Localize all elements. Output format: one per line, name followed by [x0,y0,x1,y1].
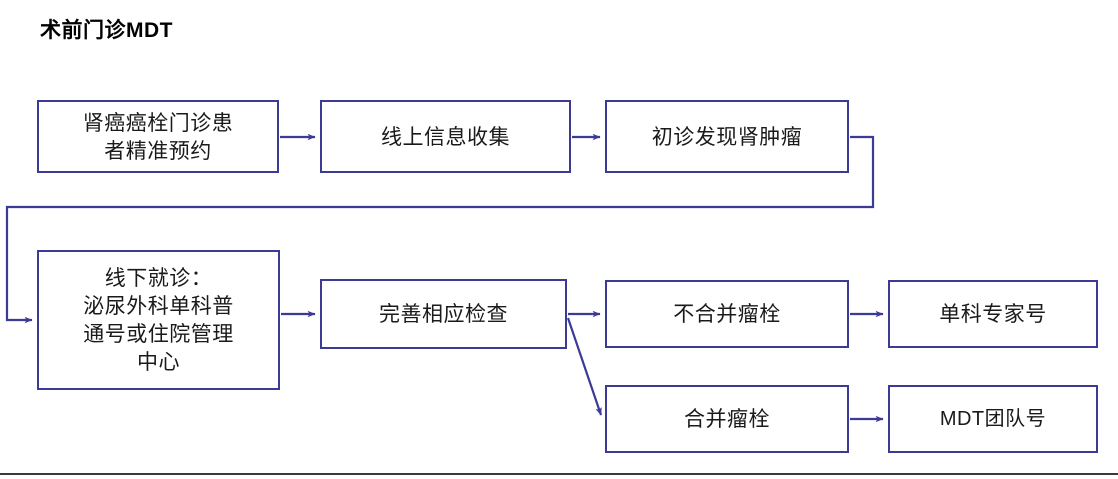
node-first-visit-finding-label: 初诊发现肾肿瘤 [651,124,803,149]
node-offline-visit[interactable]: 线下就诊： 泌尿外科单科普 通号或住院管理 中心 [37,250,280,390]
node-online-info-label: 线上信息收集 [381,124,510,149]
node-with-thrombus-label: 合并瘤栓 [684,407,770,431]
node-mdt-team-number[interactable]: MDT团队号 [888,385,1098,453]
node-no-thrombus-label: 不合并瘤栓 [673,302,781,326]
node-online-info[interactable]: 线上信息收集 [320,100,571,173]
node-specialist-number-label: 单科专家号 [939,302,1047,326]
node-complete-exams[interactable]: 完善相应检查 [320,279,567,349]
node-specialist-number[interactable]: 单科专家号 [888,280,1098,348]
node-first-visit-finding[interactable]: 初诊发现肾肿瘤 [605,100,849,173]
bottom-divider [0,473,1118,475]
connector-complete-exams-to-with-thrombus [566,317,603,416]
page-title: 术前门诊MDT [40,19,173,42]
node-appointment-label: 肾癌癌栓门诊患 者精准预约 [82,110,234,163]
node-no-thrombus[interactable]: 不合并瘤栓 [605,280,849,348]
node-appointment[interactable]: 肾癌癌栓门诊患 者精准预约 [37,100,279,173]
node-complete-exams-label: 完善相应检查 [379,302,508,326]
node-with-thrombus[interactable]: 合并瘤栓 [605,385,849,453]
node-offline-visit-label: 线下就诊： 泌尿外科单科普 通号或住院管理 中心 [83,266,234,374]
node-mdt-team-number-label: MDT团队号 [939,408,1047,430]
